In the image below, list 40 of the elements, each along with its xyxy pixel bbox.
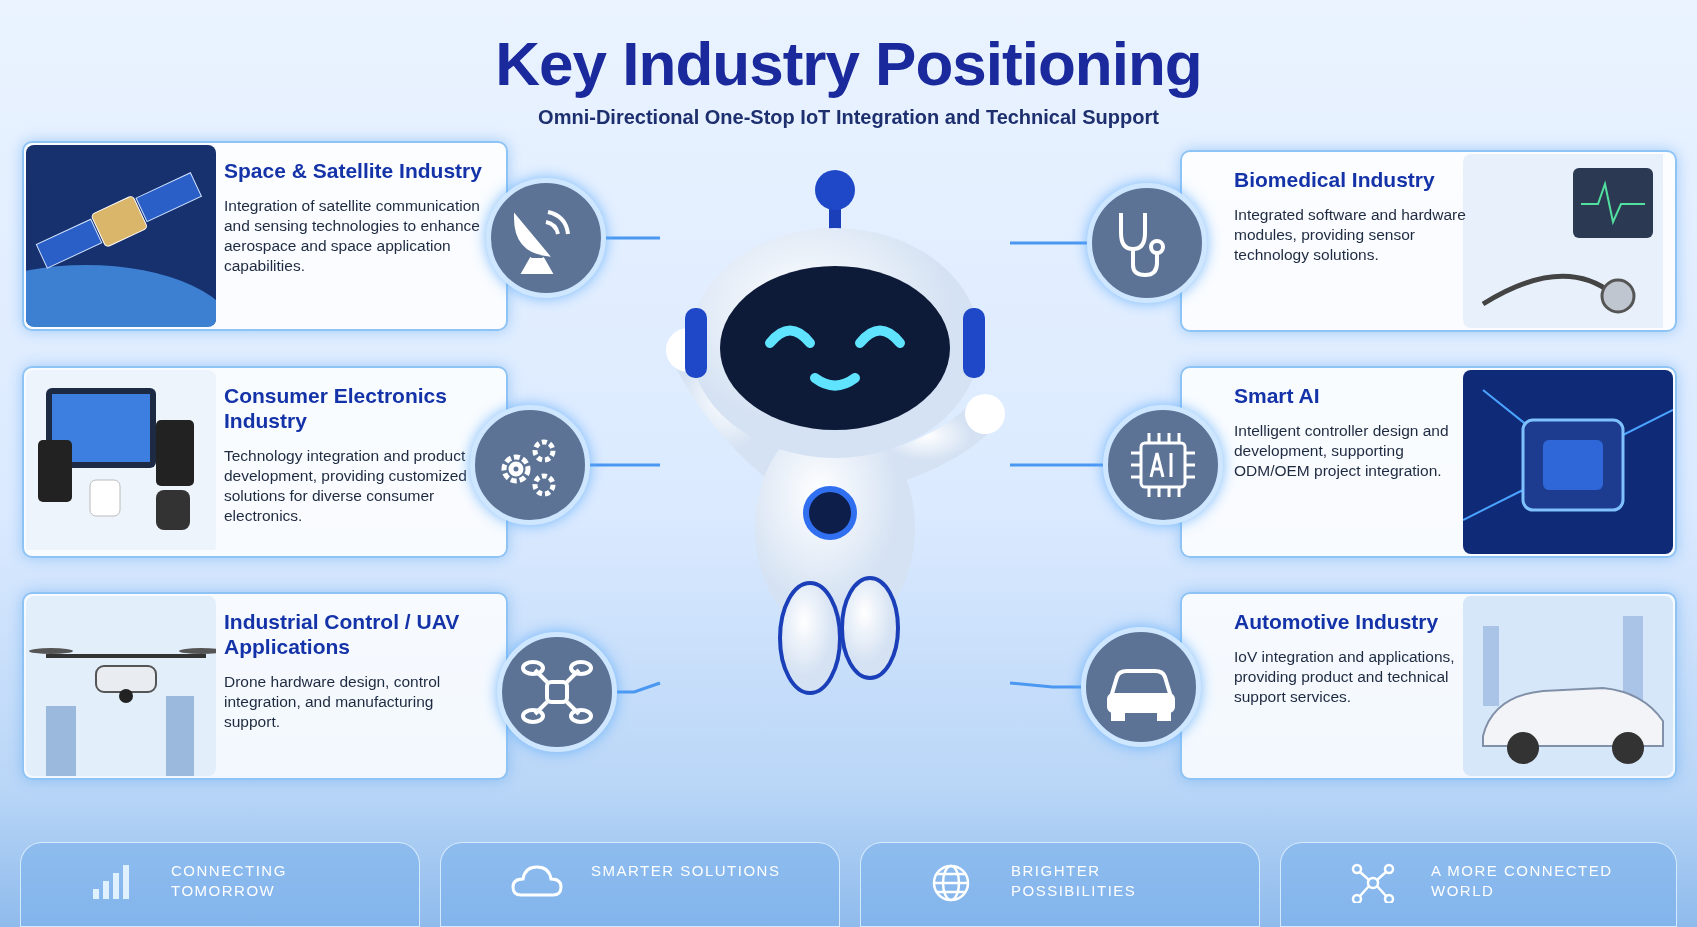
industry-card [1180,592,1677,780]
footer-text: SMARTER SOLUTIONS [591,861,782,881]
card-heading: Industrial Control / UAV Applications [224,610,461,660]
industry-card [22,592,508,780]
industry-card [1180,366,1677,558]
card-heading: Space & Satellite Industry [224,159,483,184]
card-description: Integration of satellite communication and sensing technologies to enhance aerospace and space application capabilities. [224,196,481,277]
icon-circle [1103,405,1223,525]
subtitle: Omni-Directional One-Stop IoT Integration and Technical Support [537,106,1160,129]
industry-card [22,366,508,558]
footer-text: A MORE CONNECTED WORLD [1431,861,1614,900]
connector-line [617,681,661,694]
footer-tab [1280,842,1677,927]
icon-circle [470,405,590,525]
card-heading: Smart AI [1234,384,1321,409]
footer-tab [860,842,1260,927]
card-heading: Automotive Industry [1234,610,1440,635]
card-heading: Consumer Electronics Industry [224,384,448,434]
footer-tab [20,842,420,927]
card-description: Drone hardware design, control integration, and manufacturing support. [224,672,442,733]
connector-line [606,236,660,240]
footer-text: CONNECTING TOMORROW [171,861,288,900]
icon-circle [1087,183,1207,303]
connector-line [590,463,660,467]
card-description: Technology integration and product development, providing customized solutions for diverse consumer electronics. [224,446,468,527]
footer-tab [440,842,840,927]
icon-circle [1081,627,1201,747]
industry-card [1180,150,1677,332]
icon-circle [486,178,606,298]
footer-text: BRIGHTER POSSIBILITIES [1011,861,1138,900]
icon-circle [497,632,617,752]
connector-line [1009,681,1081,689]
connector-line [1010,241,1087,245]
card-description: Integrated software and hardware modules, providing sensor technology solutions. [1234,205,1467,266]
connector-line [1010,463,1103,467]
card-description: IoV integration and applications, providing product and technical support services. [1234,647,1456,708]
card-description: Intelligent controller design and development, supporting ODM/OEM project integration. [1234,421,1450,482]
industry-card [22,141,508,331]
card-heading: Biomedical Industry [1234,168,1436,193]
title: Key Industry Positioning [494,28,1203,99]
